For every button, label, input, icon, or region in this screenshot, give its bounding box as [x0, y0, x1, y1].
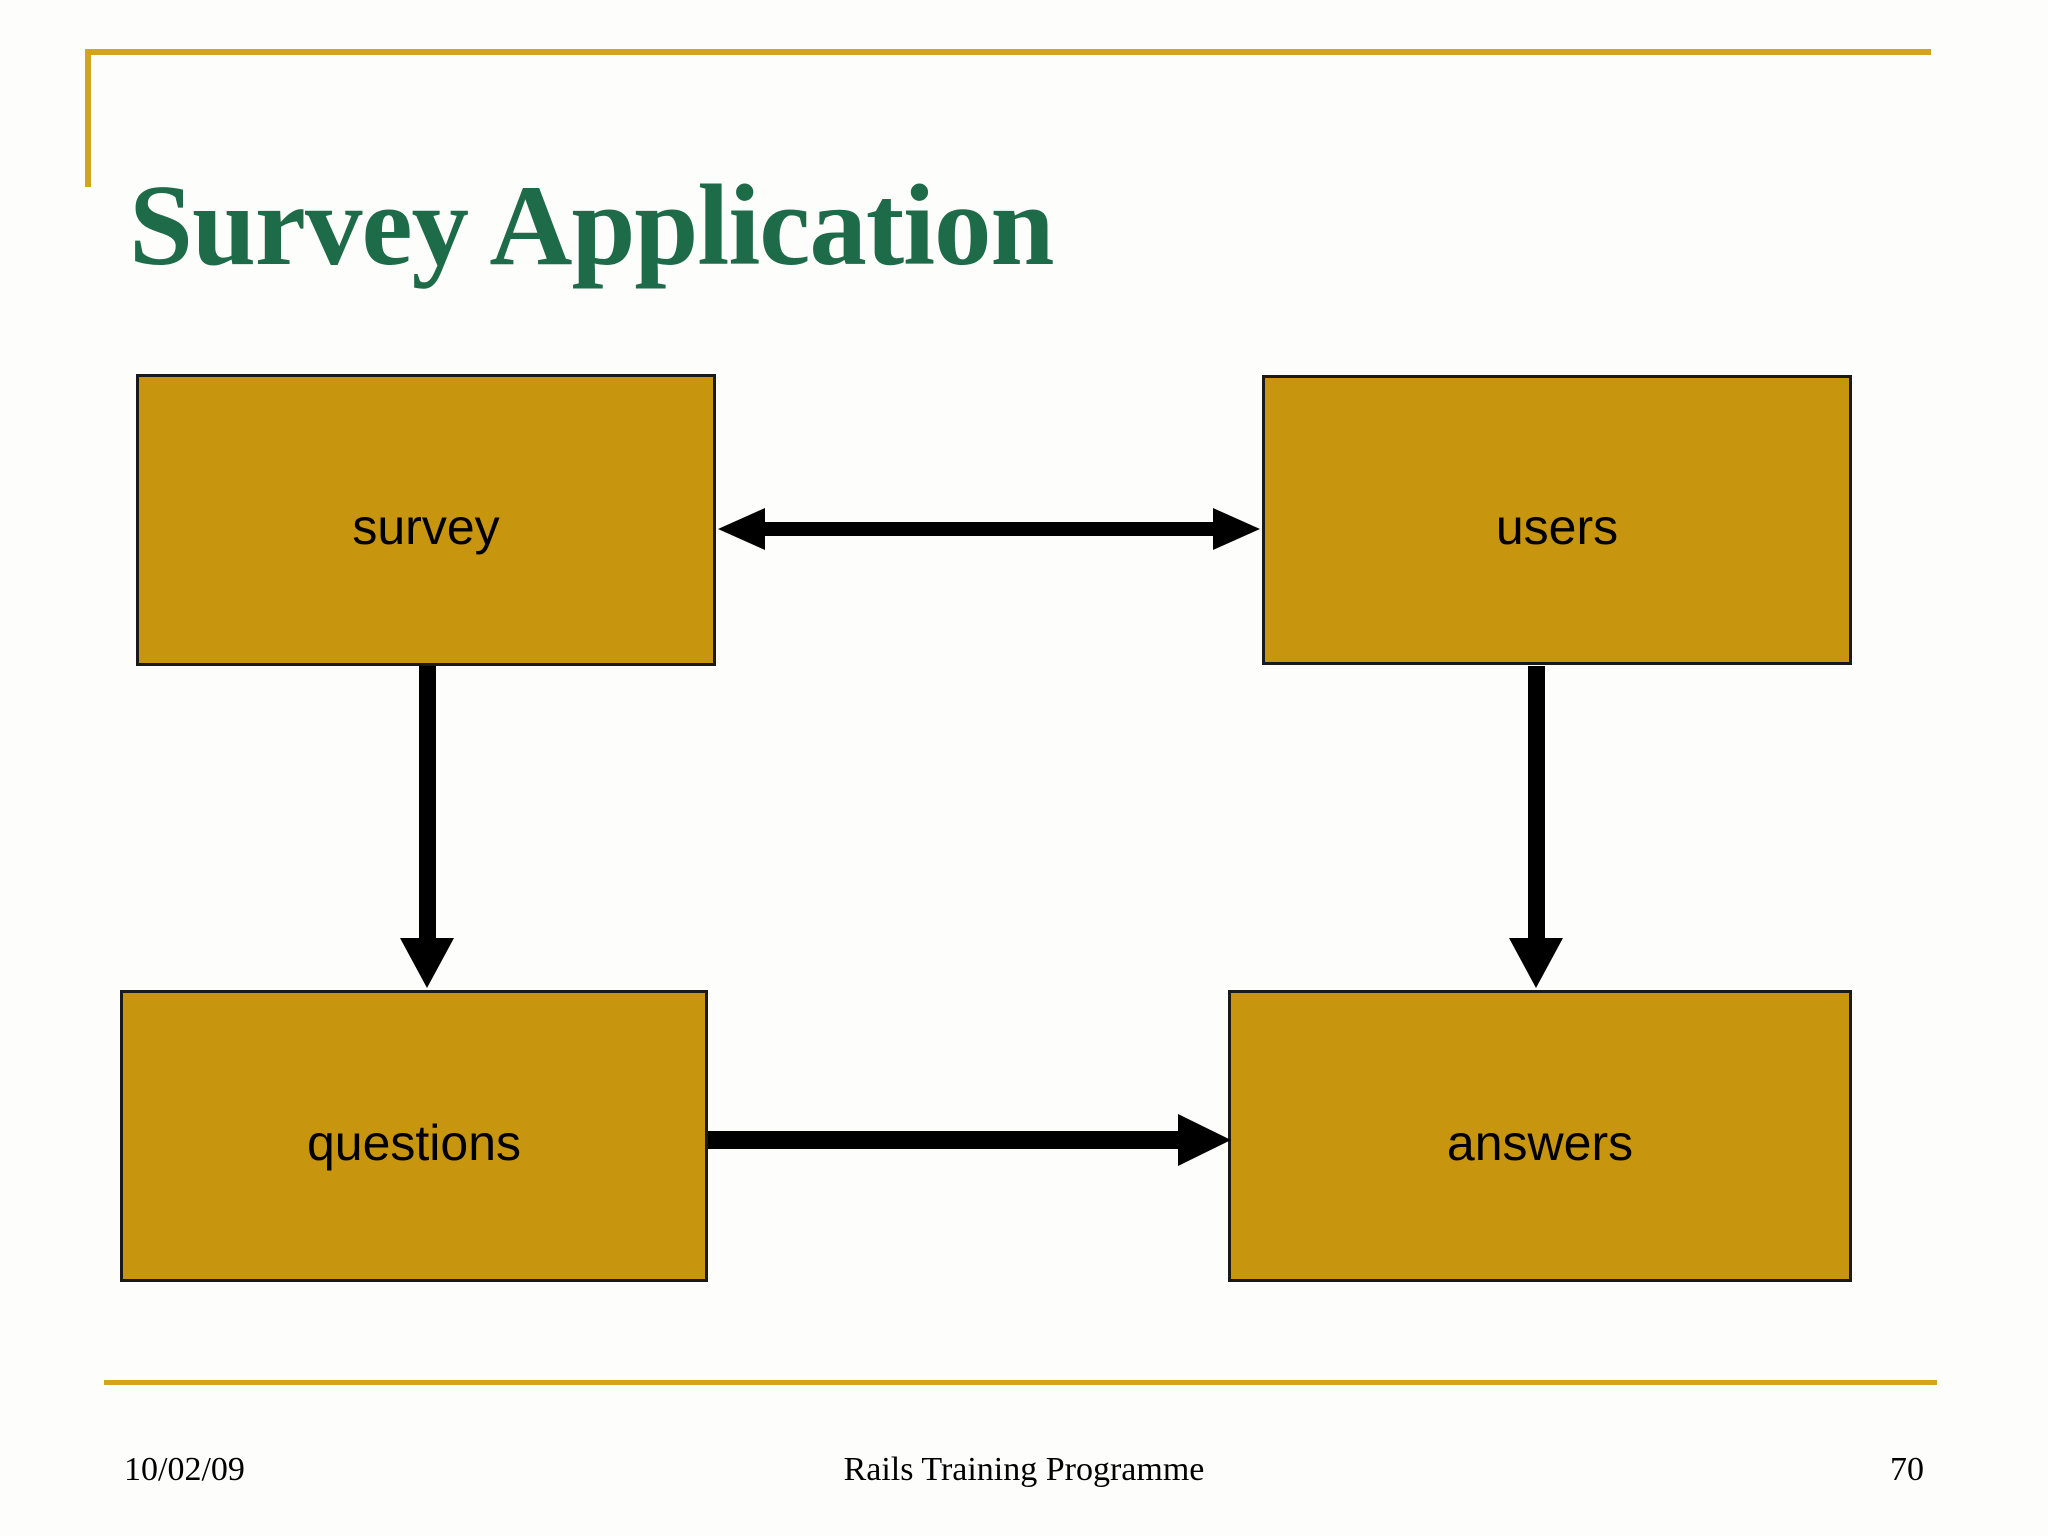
entity-box-answers: answers [1228, 990, 1852, 1282]
footer-course-name: Rails Training Programme [843, 1451, 1205, 1488]
top-accent-line [85, 49, 1931, 55]
slide-title: Survey Application [129, 162, 1055, 290]
entity-label-survey: survey [352, 499, 500, 555]
entity-box-questions: questions [120, 990, 708, 1282]
footer-divider-line [104, 1380, 1937, 1385]
left-accent-line [85, 49, 91, 187]
entity-label-users: users [1495, 499, 1619, 555]
entity-label-questions: questions [306, 1115, 522, 1171]
entity-box-users: users [1262, 375, 1852, 665]
footer-date: 10/02/09 [124, 1451, 245, 1488]
arrow-questions-answers [708, 1114, 1231, 1166]
footer-page-number: 70 [1890, 1451, 1924, 1488]
arrow-survey-users-bidirectional [718, 508, 1260, 550]
arrow-survey-questions [400, 666, 454, 988]
entity-box-survey: survey [136, 374, 716, 666]
entity-label-answers: answers [1446, 1115, 1634, 1171]
arrow-users-answers [1509, 666, 1563, 988]
